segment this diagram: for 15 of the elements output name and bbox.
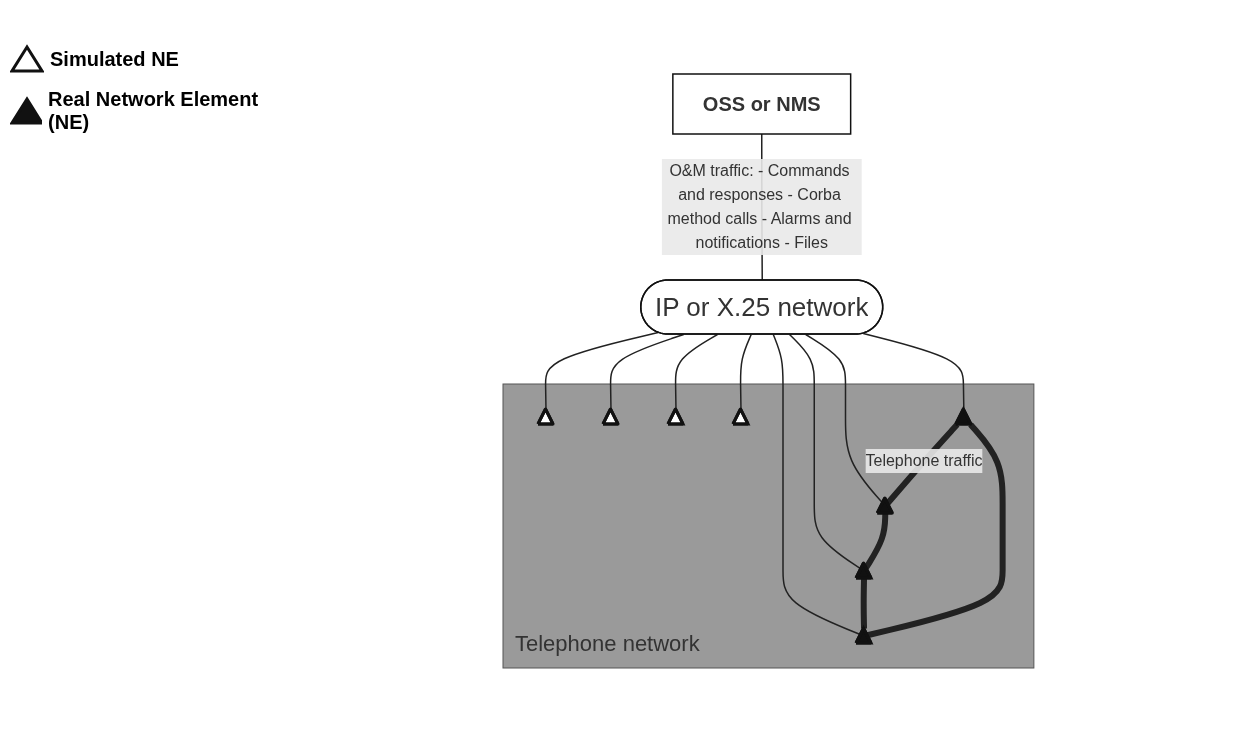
legend-label: Simulated NE xyxy=(50,47,179,71)
edge-label: O&M traffic: - Commands and responses - Corba method calls - Alarms and notifications - Files xyxy=(667,162,852,251)
connector xyxy=(805,333,884,505)
connector xyxy=(860,578,868,629)
connector xyxy=(609,333,685,411)
connector xyxy=(739,333,753,411)
connector xyxy=(674,333,719,411)
edge-label: Telephone traffic xyxy=(865,452,983,469)
connector xyxy=(772,333,862,636)
legend-label: Real Network Element (NE) xyxy=(48,88,260,134)
connector xyxy=(788,333,862,570)
connector xyxy=(863,513,889,570)
connector xyxy=(544,331,659,411)
node-box: OSS or NMS xyxy=(672,73,852,135)
connector xyxy=(862,332,965,411)
